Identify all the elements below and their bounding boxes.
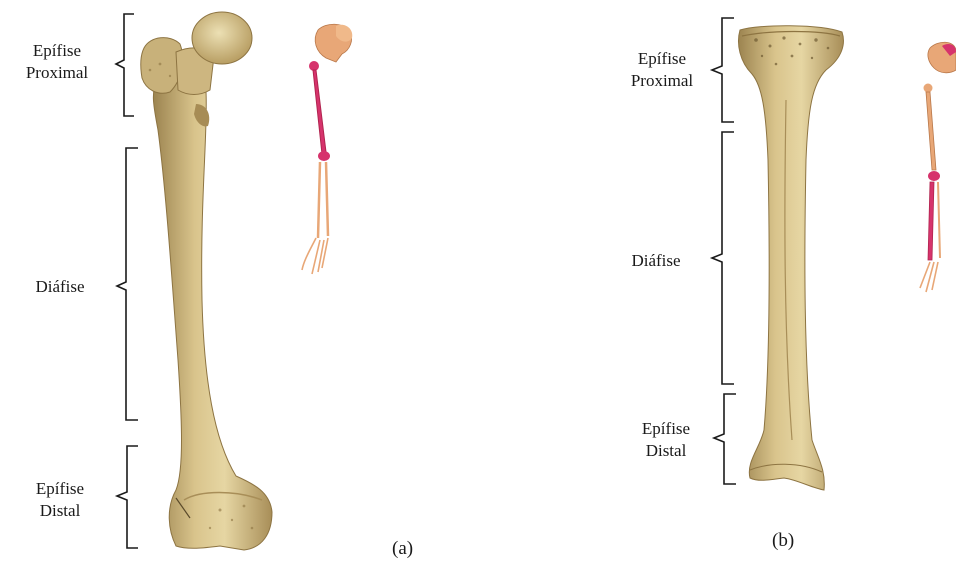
label-a-distal-line1: Epífise bbox=[14, 478, 106, 500]
label-b-diaphysis: Diáfise bbox=[616, 250, 696, 272]
bracket-b-diaphysis bbox=[712, 132, 734, 384]
label-b-distal-line1: Epífise bbox=[620, 418, 712, 440]
label-a-proximal-line1: Epífise bbox=[4, 40, 110, 62]
label-a-diaphysis: Diáfise bbox=[14, 276, 106, 298]
leg-skeleton-tibia-highlight-icon bbox=[920, 42, 956, 292]
label-b-distal-line2: Distal bbox=[620, 440, 712, 462]
label-b-proximal-line2: Proximal bbox=[608, 70, 716, 92]
tibia-icon bbox=[739, 26, 844, 490]
bracket-a-proximal bbox=[116, 14, 134, 116]
label-a-proximal: Epífise Proximal bbox=[4, 40, 110, 84]
bracket-b-distal bbox=[714, 394, 736, 484]
label-b-distal: Epífise Distal bbox=[620, 418, 712, 462]
caption-a: (a) bbox=[392, 538, 413, 560]
bracket-a-distal bbox=[117, 446, 138, 548]
label-b-proximal-line1: Epífise bbox=[608, 48, 716, 70]
femur-icon bbox=[141, 12, 272, 550]
leg-skeleton-femur-highlight-icon bbox=[302, 24, 352, 274]
caption-b: (b) bbox=[772, 530, 794, 552]
label-a-distal-line2: Distal bbox=[14, 500, 106, 522]
label-a-proximal-line2: Proximal bbox=[4, 62, 110, 84]
label-a-distal: Epífise Distal bbox=[14, 478, 106, 522]
bracket-a-diaphysis bbox=[117, 148, 138, 420]
label-b-proximal: Epífise Proximal bbox=[608, 48, 716, 92]
